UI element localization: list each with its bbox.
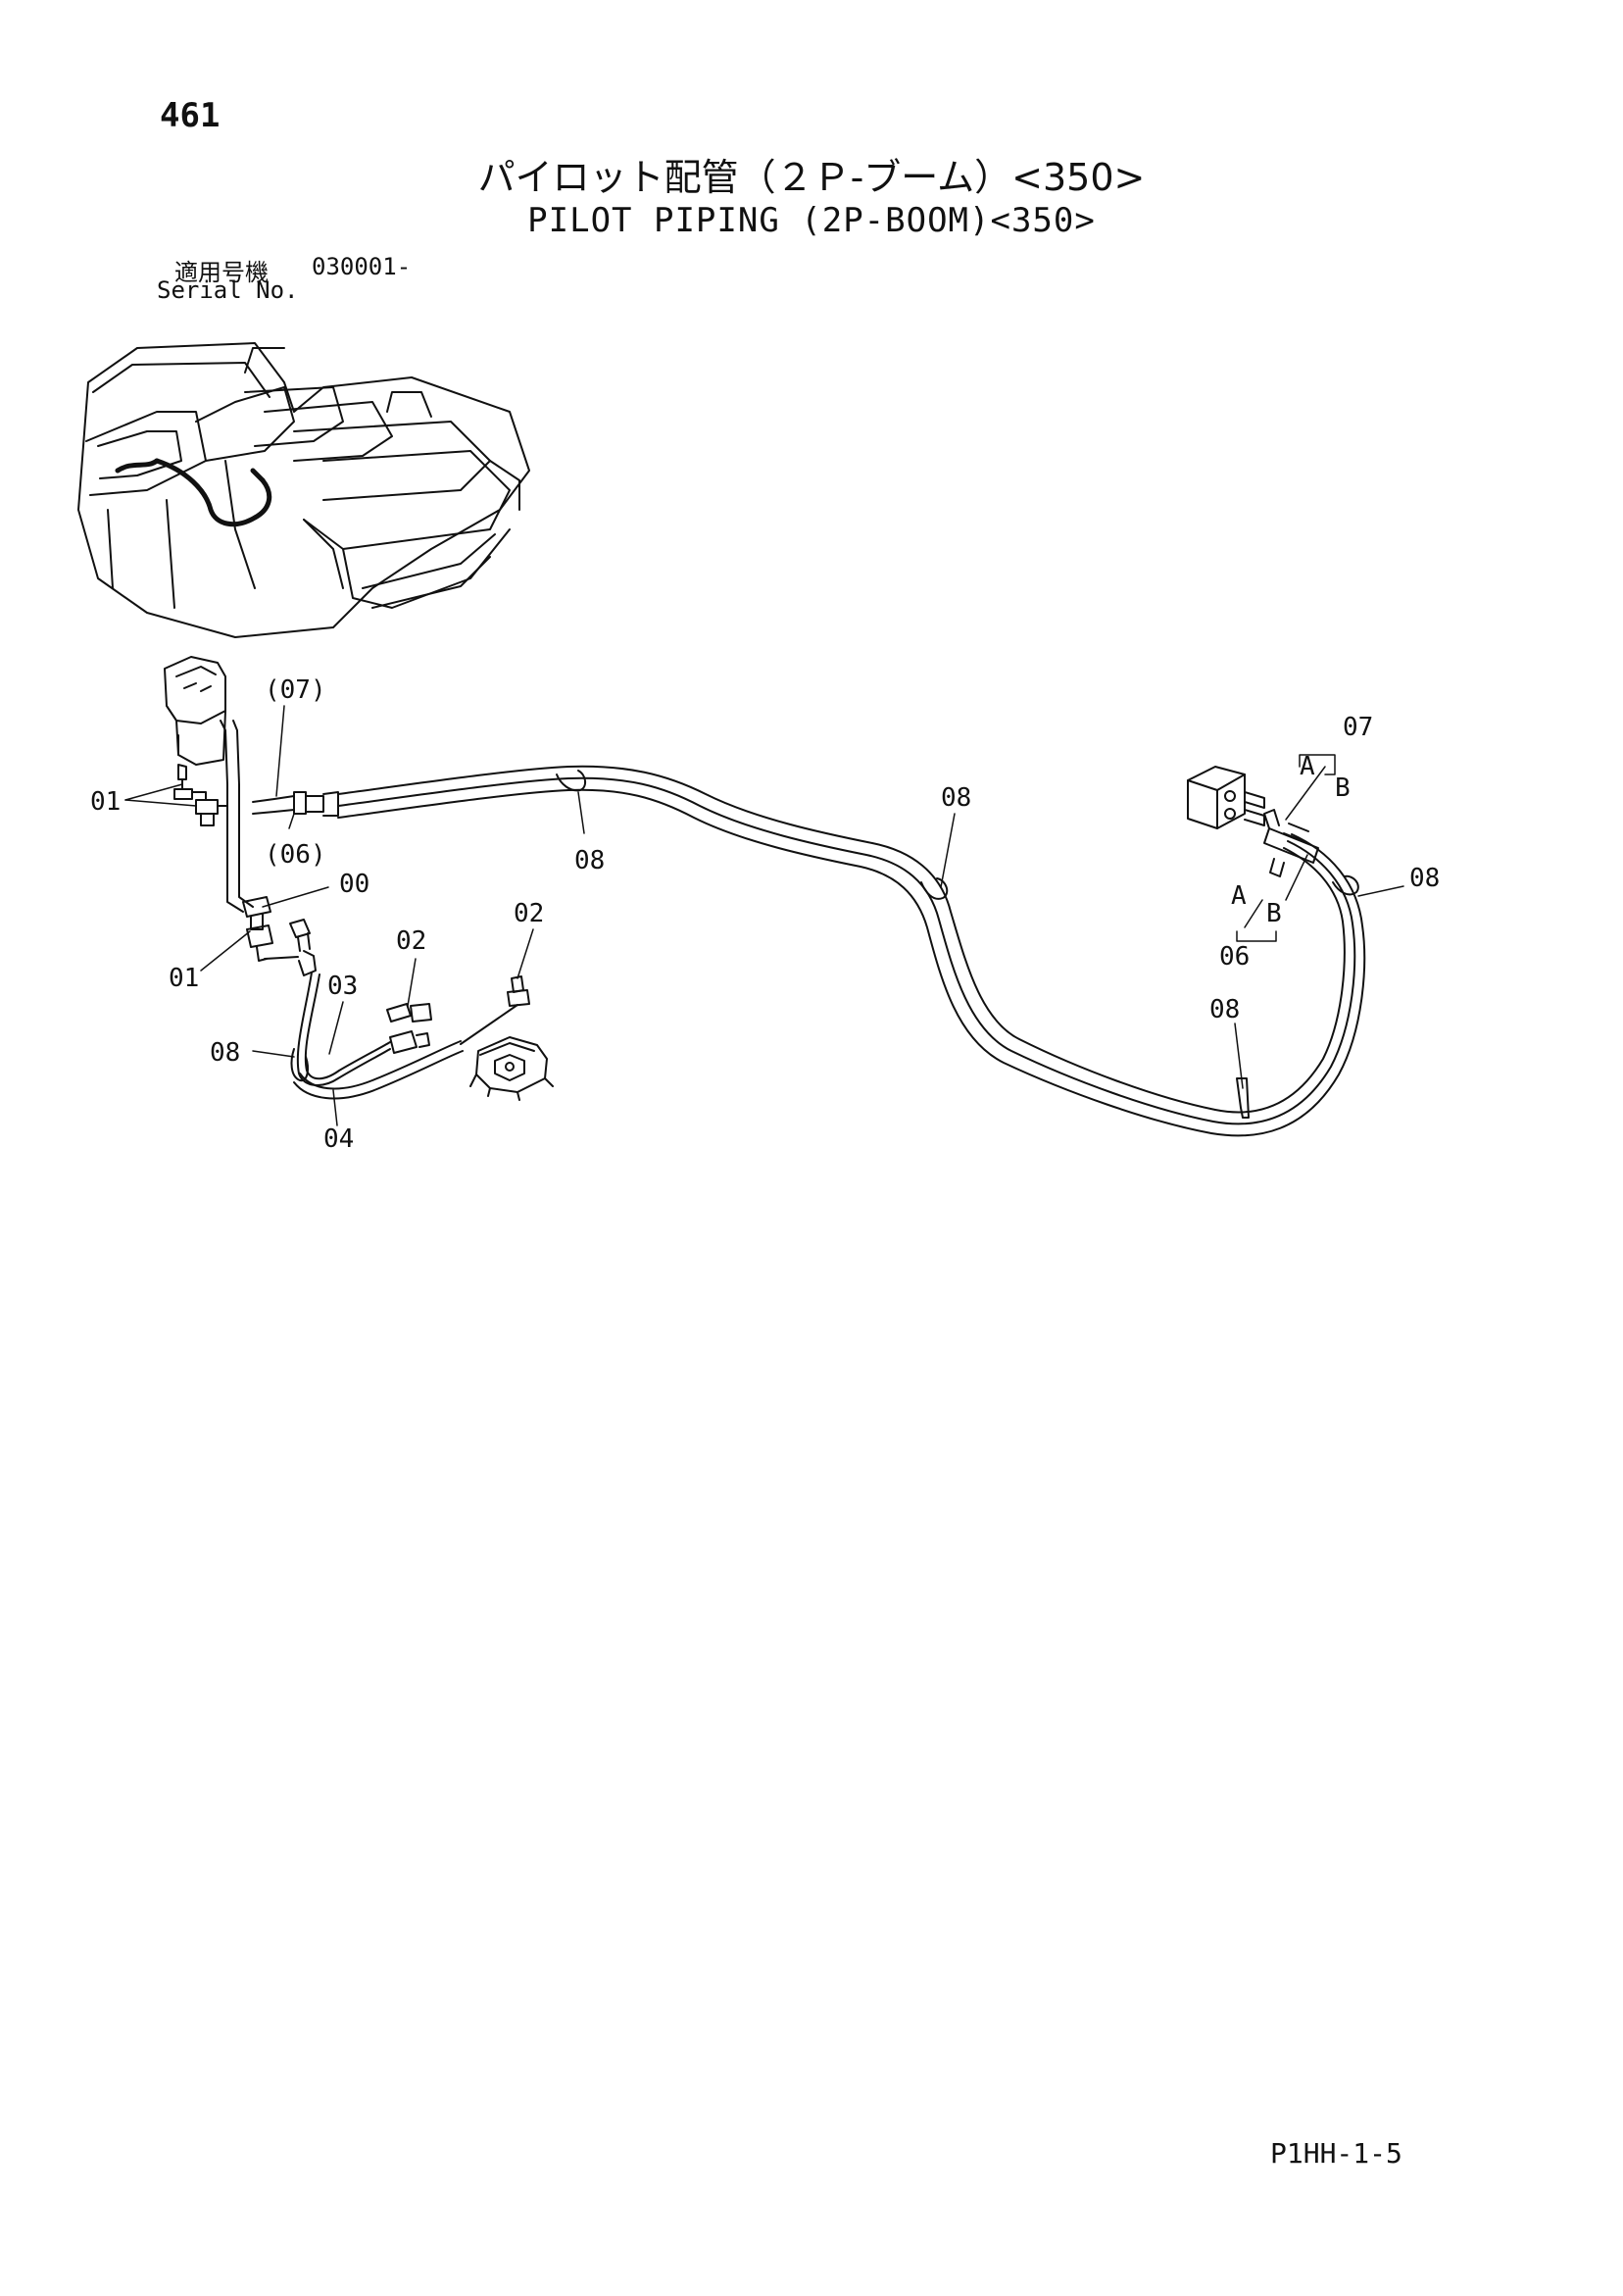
control-valve (469, 1036, 554, 1101)
callout-08-bottom: 08 (1209, 995, 1240, 1024)
port-label-b-lower: B (1266, 899, 1282, 928)
hoses-03-04 (293, 972, 464, 1100)
callout-08-left: 08 (210, 1038, 240, 1068)
callout-06-right: 06 (1219, 942, 1250, 972)
callout-08-mid: 08 (574, 846, 605, 875)
pilot-valve-assembly (164, 656, 240, 815)
serial-label-english: Serial No. (157, 276, 299, 304)
callout-02-right: 02 (514, 899, 544, 928)
document-code: P1HH-1-5 (1270, 2137, 1402, 2170)
pipe-valve-to-00 (226, 813, 254, 913)
port-label-b-upper: B (1335, 774, 1351, 803)
connectors-02 (386, 975, 530, 1045)
right-end-fittings (1263, 809, 1319, 877)
callout-07-parenthesized: (07) (265, 675, 326, 705)
callout-00: 00 (339, 870, 369, 899)
serial-range: 030001- (312, 253, 412, 280)
excavator-overview (77, 342, 530, 638)
callout-01-upper: 01 (90, 787, 121, 817)
hose-bundle (252, 765, 1366, 1137)
port-label-a-lower: A (1231, 881, 1247, 911)
serial-label-japanese: 適用号機 (174, 259, 269, 286)
callout-01-lower: 01 (169, 964, 199, 993)
clamps-08 (290, 770, 1359, 1119)
right-manifold-block (1187, 766, 1265, 829)
lower-fittings (242, 896, 317, 976)
callout-08-center: 08 (941, 783, 971, 813)
callout-labels: (07) (06) 01 00 01 02 02 03 08 04 08 08 … (90, 675, 1440, 1154)
callout-03: 03 (327, 972, 358, 1001)
callout-04: 04 (323, 1124, 354, 1154)
page-title-english: PILOT PIPING (2P-BOOM)<350> (527, 201, 1096, 240)
page-number: 461 (160, 96, 221, 135)
callout-02-left: 02 (396, 926, 426, 956)
page-title-japanese: パイロット配管（２Ｐ-ブーム）<350> (477, 156, 1146, 199)
callout-07-right: 07 (1343, 713, 1373, 742)
callout-08-right: 08 (1409, 864, 1440, 893)
callout-06-parenthesized: (06) (265, 840, 326, 870)
port-label-a-upper: A (1300, 752, 1315, 781)
leader-lines (124, 705, 1404, 1126)
elbow-fittings-01-upper (173, 764, 228, 826)
